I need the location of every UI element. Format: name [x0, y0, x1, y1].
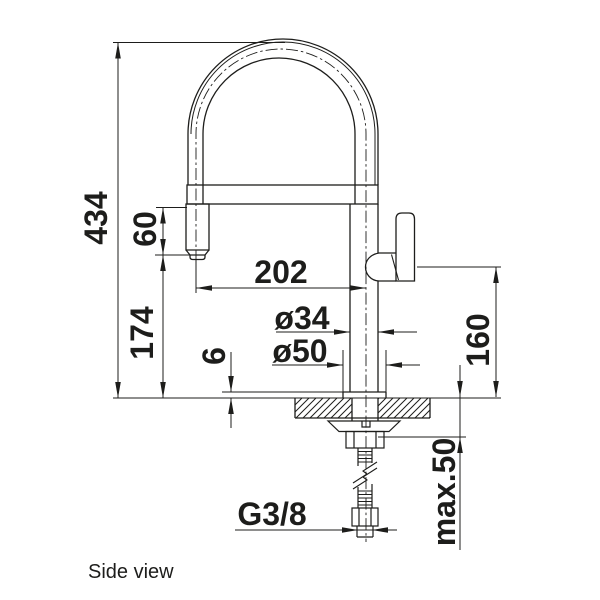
countertop-hatch-right — [378, 398, 430, 418]
handle-lever-taper-line — [390, 254, 400, 281]
dim-hose-drop — [155, 207, 193, 256]
spout-bar — [186, 184, 379, 205]
dim-max-counter-thickness — [378, 365, 466, 550]
dim-spout-clearance — [160, 255, 166, 398]
connector-tail — [356, 526, 374, 538]
view-caption: Side view — [88, 561, 174, 583]
label-spout-reach: 202 — [254, 254, 307, 290]
hose-arc-spring-line — [190, 41, 376, 185]
label-hose-drop: 60 — [127, 211, 163, 247]
label-base-plate-height: 6 — [196, 347, 232, 365]
label-max-counter-thickness: max.50 — [426, 438, 462, 547]
hose-and-body-centerline — [195, 48, 367, 542]
label-spout-clearance: 174 — [124, 306, 160, 360]
nozzle-tip — [189, 255, 206, 261]
break-symbol-line-2 — [352, 467, 378, 490]
label-body-diameter: ø34 — [274, 300, 329, 336]
dim-handle-height — [417, 266, 501, 397]
hose-thread-upper — [357, 448, 373, 466]
dim-base-diameter — [272, 350, 420, 397]
dim-total-height — [113, 42, 285, 398]
label-handle-height: 160 — [460, 313, 496, 366]
break-symbol-line-1 — [352, 461, 378, 484]
stabilizer-washer — [326, 420, 402, 433]
connector-nut-facets — [358, 508, 372, 526]
label-total-height: 434 — [78, 191, 114, 245]
nozzle-taper — [185, 249, 210, 256]
dim-spout-reach — [195, 260, 366, 293]
nozzle-body — [185, 203, 210, 251]
handle-knuckle — [364, 252, 396, 282]
countertop — [294, 398, 431, 421]
hose-thread-lower — [357, 484, 373, 508]
faucet-outline — [185, 38, 416, 398]
hose-arc-outer — [187, 38, 379, 185]
dim-base-plate-height — [222, 352, 345, 428]
dim-connection-thread — [235, 527, 397, 533]
tap-hole-shank — [351, 398, 379, 421]
ext-lines-base-diameter — [342, 350, 387, 397]
mounting-nut — [345, 430, 385, 449]
countertop-hatch-left — [295, 398, 352, 418]
dim-body-diameter — [276, 329, 417, 335]
label-connection-thread: G3/8 — [237, 496, 306, 532]
countertop-bottom-edge — [294, 398, 431, 419]
centerlines — [195, 48, 367, 542]
under-counter-assembly — [326, 420, 402, 538]
thread-ticks-lower — [358, 490, 372, 506]
hose-arc-inner — [202, 57, 356, 204]
handle-lever — [395, 212, 416, 282]
connector-nut — [351, 507, 379, 527]
dimensions — [113, 42, 501, 550]
thread-ticks-upper — [358, 451, 372, 463]
mounting-nut-facets — [353, 431, 377, 448]
label-base-diameter: ø50 — [272, 333, 327, 369]
base-plate — [342, 391, 387, 398]
dimension-labels: 434 60 174 202 ø34 ø50 6 160 max.50 G3/8… — [78, 191, 496, 583]
